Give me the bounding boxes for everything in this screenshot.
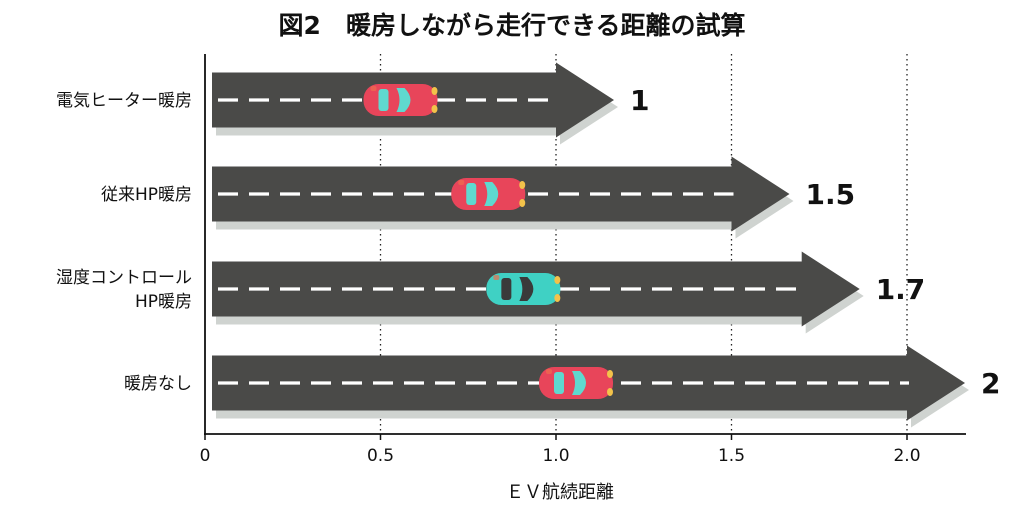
data-label: 1.5	[806, 178, 856, 211]
car-rear-window	[378, 89, 389, 111]
car-icon	[486, 273, 561, 305]
car-headlight	[519, 199, 526, 207]
car-headlight	[554, 276, 561, 284]
x-tick-label: 2.0	[893, 446, 920, 466]
chart-title: 図2 暖房しながら走行できる距離の試算	[279, 11, 746, 40]
car-tail	[458, 180, 465, 185]
car-rear-window	[554, 372, 564, 394]
category-label: 従来HP暖房	[101, 185, 192, 205]
data-label: 2	[981, 367, 1000, 400]
car-icon	[539, 367, 613, 399]
car-icon	[363, 84, 438, 116]
car-windshield	[484, 182, 499, 206]
x-tick-label: 0	[200, 446, 211, 466]
car-rear-window	[466, 183, 477, 205]
category-label: HP暖房	[135, 292, 192, 312]
car-icon	[451, 178, 526, 210]
car-rear-window	[501, 278, 512, 300]
car-windshield	[396, 88, 411, 112]
car-headlight	[607, 370, 613, 378]
x-axis-title: ＥＶ航続距離	[506, 482, 614, 503]
car-headlight	[431, 87, 438, 95]
car-headlight	[554, 294, 561, 302]
category-label: 湿度コントロール	[56, 268, 192, 288]
car-windshield	[572, 371, 586, 395]
car-tail	[493, 275, 500, 280]
car-tail	[546, 369, 552, 374]
car-headlight	[607, 388, 613, 396]
category-label: 暖房なし	[124, 374, 192, 394]
x-tick-label: 0.5	[367, 446, 394, 466]
car-headlight	[431, 105, 438, 113]
car-headlight	[519, 181, 526, 189]
x-tick-label: 1.0	[542, 446, 569, 466]
x-tick-label: 1.5	[718, 446, 745, 466]
data-label: 1.7	[876, 273, 926, 306]
data-label: 1	[630, 84, 649, 117]
category-label: 電気ヒーター暖房	[56, 91, 192, 111]
car-windshield	[519, 277, 534, 301]
car-tail	[370, 86, 377, 91]
